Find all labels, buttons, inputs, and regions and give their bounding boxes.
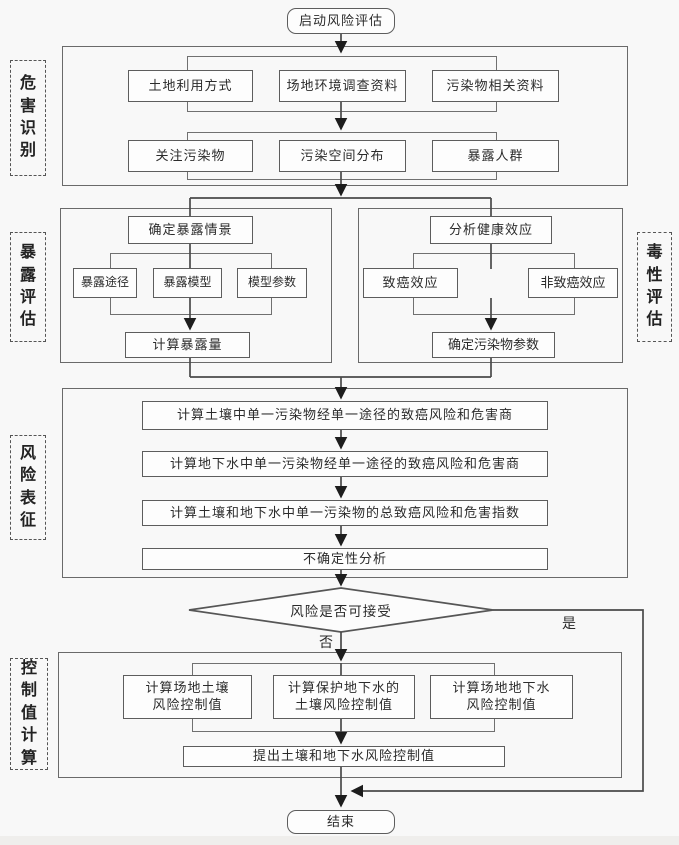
node-pollutant-info: 污染物相关资料: [432, 70, 559, 102]
side-label-exposure-assessment: 暴露评估: [10, 232, 46, 342]
node-risk-groundwater-single: 计算地下水中单一污染物经单一途径的致癌风险和危害商: [142, 451, 548, 477]
decision-no-label: 否: [319, 636, 333, 651]
node-model-parameters: 模型参数: [237, 268, 307, 298]
node-exposed-population: 暴露人群: [432, 140, 559, 172]
node-propose-control-values: 提出土壤和地下水风险控制值: [183, 746, 505, 767]
decision-risk-acceptable-label: 风险是否可接受: [290, 604, 392, 619]
section-exposure-assessment-frame: [60, 208, 332, 363]
end-node: 结束: [287, 810, 395, 834]
node-non-carcinogenic-effect: 非致癌效应: [528, 268, 618, 298]
node-analyze-health-effects: 分析健康效应: [430, 216, 552, 244]
node-determine-exposure-scenario: 确定暴露情景: [128, 216, 253, 244]
node-soil-risk-control-value: 计算场地土壤 风险控制值: [123, 675, 252, 719]
node-carcinogenic-effect: 致癌效应: [363, 268, 458, 298]
decision-yes-label: 是: [562, 617, 576, 632]
node-land-use: 土地利用方式: [128, 70, 253, 102]
node-risk-total: 计算土壤和地下水中单一污染物的总致癌风险和危害指数: [142, 500, 548, 526]
side-label-exposure-assessment-text: 暴露评估: [19, 244, 36, 329]
side-label-toxicity-assessment-text: 毒性评估: [646, 244, 663, 329]
node-calculate-exposure: 计算暴露量: [125, 332, 250, 358]
node-determine-pollutant-parameters: 确定污染物参数: [432, 332, 555, 358]
node-pollution-spatial-distribution: 污染空间分布: [279, 140, 406, 172]
node-uncertainty-analysis: 不确定性分析: [142, 548, 548, 570]
node-groundwater-risk-control-value: 计算场地地下水 风险控制值: [430, 675, 573, 719]
side-label-risk-characterization: 风险表征: [10, 435, 46, 540]
node-site-survey-data: 场地环境调查资料: [279, 70, 406, 102]
side-label-toxicity-assessment: 毒性评估: [637, 232, 672, 342]
side-label-control-value-calculation: 控制值计算: [10, 658, 48, 770]
node-concerned-pollutants: 关注污染物: [128, 140, 253, 172]
node-exposure-model: 暴露模型: [153, 268, 222, 298]
node-exposure-pathway: 暴露途径: [73, 268, 137, 298]
side-label-risk-characterization-text: 风险表征: [19, 444, 36, 529]
start-node: 启动风险评估: [287, 8, 395, 34]
side-label-hazard-identification: 危害识别: [10, 60, 46, 176]
node-groundwater-protection-soil-control-value: 计算保护地下水的 土壤风险控制值: [273, 675, 415, 719]
side-label-control-value-calculation-text: 控制值计算: [20, 660, 37, 767]
node-risk-soil-single: 计算土壤中单一污染物经单一途径的致癌风险和危害商: [142, 401, 548, 430]
side-label-hazard-identification-text: 危害识别: [19, 75, 36, 160]
bottom-strip: [0, 836, 679, 845]
